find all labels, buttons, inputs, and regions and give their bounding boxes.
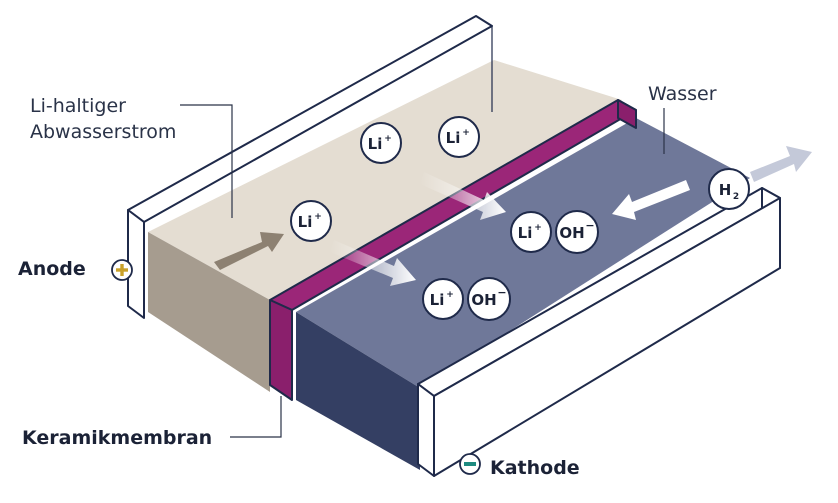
stream-leader-line: [180, 104, 233, 218]
ion-li-5-label: Li: [430, 291, 445, 309]
anode-plate-inner-edge: [143, 25, 493, 223]
ion-li-1-charge: +: [384, 134, 392, 144]
cathode-plate-left: [417, 383, 435, 477]
ion-oh-2-charge: −: [497, 286, 506, 299]
membrane-label: Keramikmembran: [22, 427, 212, 449]
cathode-minus-icon: [459, 453, 481, 475]
ion-li-4-charge: +: [534, 223, 542, 233]
molecule-h2-label: H: [719, 181, 732, 199]
catholyte-front-face: [296, 312, 420, 470]
ion-li-5-charge: +: [446, 290, 454, 300]
ion-li-5: Li +: [422, 278, 464, 320]
li-transfer-arrow-lower: [330, 240, 416, 286]
anode-plus-icon: [111, 259, 133, 281]
li-transfer-arrow-upper: [420, 172, 506, 220]
molecule-h2: H 2: [708, 168, 750, 210]
membrane-right-face: [617, 99, 637, 129]
ion-li-1-label: Li: [368, 135, 383, 153]
ion-li-4: Li +: [510, 211, 552, 253]
stream-label-line1: Li-haltiger: [30, 95, 126, 117]
stream-inflow-arrow: [214, 232, 284, 270]
membrane-front: [269, 299, 293, 401]
ion-li-4-label: Li: [518, 224, 533, 242]
anolyte-front-face: [148, 232, 270, 392]
water-label: Wasser: [648, 83, 717, 105]
stream-label-line2: Abwasserstrom: [30, 121, 176, 143]
anode-label: Anode: [18, 258, 86, 280]
molecule-h2-subscript: 2: [733, 192, 739, 202]
ion-li-3-charge: +: [314, 212, 322, 222]
ion-li-3-label: Li: [298, 213, 313, 231]
ion-oh-2-label: OH: [471, 291, 496, 309]
membrane-leader-line: [230, 396, 282, 438]
ion-li-1: Li +: [360, 122, 402, 164]
ion-oh-2: OH −: [467, 277, 511, 321]
ion-oh-1-label: OH: [559, 224, 584, 242]
ion-li-2-label: Li: [446, 129, 461, 147]
cathode-label: Kathode: [490, 457, 580, 479]
ion-oh-1: OH −: [555, 210, 599, 254]
ion-li-2-charge: +: [462, 128, 470, 138]
ion-oh-1-charge: −: [585, 219, 594, 232]
hydrogen-outflow-arrow: [750, 146, 812, 182]
water-inflow-arrow: [612, 180, 690, 220]
catholyte-top-surface: [296, 118, 750, 388]
ion-li-3: Li +: [290, 200, 332, 242]
ion-li-2: Li +: [438, 116, 480, 158]
